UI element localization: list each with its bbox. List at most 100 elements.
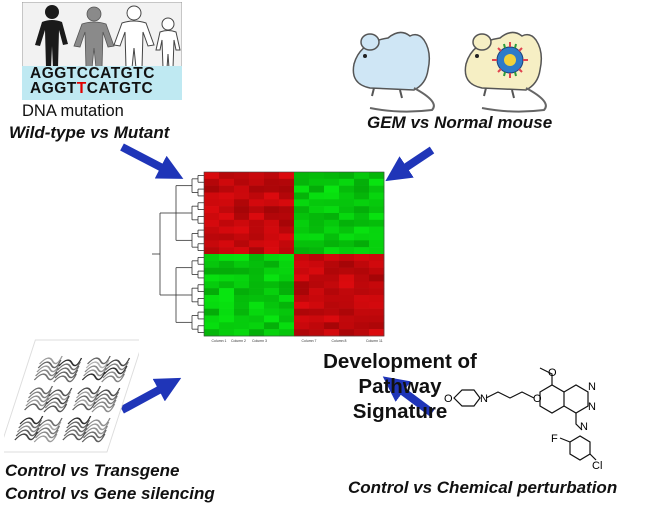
heatmap-cell <box>219 240 235 248</box>
gel-band <box>83 367 107 377</box>
heatmap-cell <box>264 329 280 337</box>
heatmap-cell <box>249 213 265 221</box>
gel-band <box>44 399 69 409</box>
heatmap-cell <box>294 274 310 282</box>
heatmap-cell <box>219 322 235 330</box>
gel-band <box>47 391 72 401</box>
mice-image <box>352 31 547 113</box>
heatmap-cell <box>219 192 235 200</box>
heatmap-cell <box>339 301 355 309</box>
heatmap-cell <box>234 308 250 316</box>
heatmap-cell <box>234 240 250 248</box>
heatmap-cell <box>324 260 340 268</box>
heatmap-cell <box>279 322 295 330</box>
heatmap-cell <box>279 260 295 268</box>
gel-band <box>43 403 68 413</box>
control-vs-transgene-label: Control vs Transgene <box>5 461 180 480</box>
dna-mutation-label: DNA mutation <box>22 102 124 120</box>
arrow-bottom-left <box>120 377 182 414</box>
heatmap-cell <box>309 322 325 330</box>
heatmap-cell <box>279 274 295 282</box>
grey-person-figure <box>73 6 115 68</box>
gel-band <box>26 393 51 403</box>
heatmap-cell <box>264 260 280 268</box>
heatmap-cell <box>249 219 265 227</box>
gel-band <box>37 421 62 431</box>
heatmap-cell <box>369 260 385 268</box>
atom-n-ring-1: N <box>588 381 596 393</box>
heatmap-cell <box>204 192 220 200</box>
heatmap-cell <box>369 206 385 214</box>
gel-band <box>57 361 81 371</box>
heatmap-cell <box>219 219 235 227</box>
heatmap-cell <box>234 288 250 296</box>
heatmap-cell <box>204 274 220 282</box>
heatmap-cell <box>339 288 355 296</box>
heatmap-cell <box>309 301 325 309</box>
heatmap-cell <box>354 213 370 221</box>
heatmap-cell <box>294 219 310 227</box>
heatmap-cell <box>339 213 355 221</box>
heatmap-cell <box>324 281 340 289</box>
gel-band <box>55 365 80 375</box>
gel-band <box>85 421 110 431</box>
heatmap-cell <box>339 233 355 241</box>
atom-n-amine: N <box>580 421 588 433</box>
heatmap-cell <box>219 267 235 275</box>
heatmap-cell <box>294 288 310 296</box>
heatmap-cell <box>294 226 310 234</box>
heatmap-cell <box>279 301 295 309</box>
title-line-1: Development of <box>323 350 477 373</box>
heatmap-cell <box>279 281 295 289</box>
heatmap-cell <box>324 199 340 207</box>
heatmap-cell <box>339 199 355 207</box>
heatmap-cell <box>279 315 295 323</box>
gel-band <box>101 373 125 383</box>
heatmap-cell <box>264 192 280 200</box>
heatmap-cell <box>204 315 220 323</box>
heatmap-cell <box>369 274 385 282</box>
heatmap-cell <box>354 254 370 262</box>
arrow-top-right <box>385 146 435 182</box>
gem-vs-normal-mouse-label: GEM vs Normal mouse <box>367 113 553 132</box>
heatmap-cell <box>249 233 265 241</box>
heatmap-cell <box>354 329 370 337</box>
heatmap-cell <box>204 172 220 180</box>
heatmap-cell <box>354 233 370 241</box>
heatmap-cell <box>219 226 235 234</box>
heatmap-cell <box>219 315 235 323</box>
heatmap-cell <box>354 281 370 289</box>
heatmap-cell <box>249 267 265 275</box>
heatmap-cell <box>279 172 295 180</box>
heatmap-cell <box>279 247 295 255</box>
heatmap-cell <box>279 192 295 200</box>
heatmap-cell <box>264 308 280 316</box>
heatmap-cell <box>369 185 385 193</box>
heatmap-cell <box>264 288 280 296</box>
gel-band <box>35 429 59 439</box>
heatmap-cell <box>309 247 325 255</box>
heatmap-cell <box>354 315 370 323</box>
gel-band <box>54 369 79 379</box>
heatmap-cell <box>264 213 280 221</box>
heatmap-cell <box>279 308 295 316</box>
heatmap-cell <box>294 247 310 255</box>
heatmap-cell <box>234 295 250 303</box>
heatmap-cell <box>309 288 325 296</box>
heatmap-cell <box>204 308 220 316</box>
heatmap-cell <box>204 254 220 262</box>
heatmap-cell <box>234 260 250 268</box>
heatmap-cell <box>369 240 385 248</box>
heatmap-cell <box>234 329 250 337</box>
heatmap-cell <box>369 301 385 309</box>
gel-band <box>102 369 127 379</box>
heatmap-cell <box>264 206 280 214</box>
heatmap-cell <box>369 219 385 227</box>
heatmap-cell <box>369 329 385 337</box>
heatmap-cell <box>219 254 235 262</box>
heatmap-cell <box>324 178 340 186</box>
heatmap-cell <box>219 274 235 282</box>
heatmap-cell <box>354 267 370 275</box>
atom-o-morpholine: O <box>444 393 453 405</box>
heatmap-cell <box>234 315 250 323</box>
